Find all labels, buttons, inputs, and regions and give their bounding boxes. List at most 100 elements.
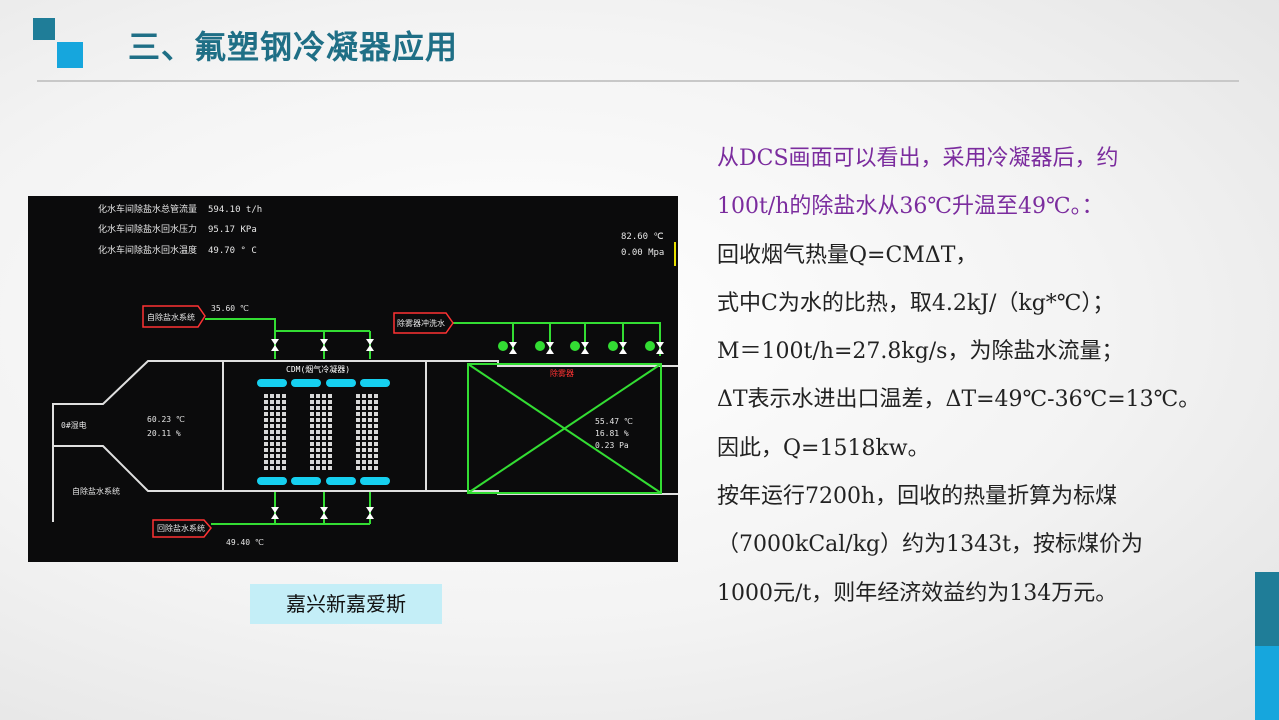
condenser-tube [310,412,314,416]
condenser-tube [322,406,326,410]
condenser-tube [322,448,326,452]
condenser-tube [310,448,314,452]
condenser-tube [356,448,360,452]
condenser-tube [368,448,372,452]
condenser-tube [316,412,320,416]
valve-icon [581,348,589,354]
text-line-4: 式中C为水的比热，取4.2kJ/（kg*℃）； [717,290,1115,316]
condenser-tube [368,406,372,410]
condenser-tube [356,442,360,446]
condenser-tube [276,418,280,422]
condenser-tube [282,406,286,410]
outlet-duct-temp: 55.47 ℃ [595,417,633,426]
condenser-tube [270,418,274,422]
condenser-tube [356,412,360,416]
condenser-tube [264,466,268,470]
condenser-tube [276,430,280,434]
condenser-tube [310,418,314,422]
condenser-tube [276,460,280,464]
condenser-tube [362,424,366,428]
supply-label: 自除盐水系统 [147,312,195,322]
condenser-tube [270,400,274,404]
text-line-1: 从DCS画面可以看出，采用冷凝器后，约 [717,146,1119,171]
return-label-box [152,519,212,538]
condenser-tube [328,394,332,398]
condenser-tube [264,412,268,416]
title-divider [37,80,1239,82]
condenser-tube [264,418,268,422]
condenser-tube [316,394,320,398]
condenser-tube [368,400,372,404]
condenser-tube [374,454,378,458]
condenser-tube [270,442,274,446]
condenser-tube [368,418,372,422]
condenser-tube [356,454,360,458]
condenser-tube [328,418,332,422]
condenser-tube [270,406,274,410]
condenser-tube [322,442,326,446]
outlet-duct-humidity: 16.81 % [595,429,629,438]
condenser-tube [264,436,268,440]
condenser-tube [316,460,320,464]
inlet-duct-temp: 60.23 ℃ [147,415,185,424]
valve-icon [271,339,279,345]
mist-eliminator-box [467,363,662,494]
condenser-tube [368,466,372,470]
condenser-tube [322,400,326,404]
condenser-tube [368,430,372,434]
condenser-tube [322,424,326,428]
condenser-tube [362,448,366,452]
text-line-10: 1000元/t，则年经济效益约为134万元。 [717,580,1118,606]
valve-icon [320,513,328,519]
condenser-header-top [257,379,287,387]
condenser-header-bottom [291,477,321,485]
condenser-tube [276,406,280,410]
condenser-tube [282,454,286,458]
condenser-tube [328,400,332,404]
condenser-tube [374,406,378,410]
condenser-tube [310,394,314,398]
flush-label-box [393,312,454,334]
text-line-6: ΔT表示水进出口温差，ΔT=49℃-36℃=13℃。 [717,387,1201,413]
flush-header [453,322,661,356]
corner-bar-dark [1255,572,1279,646]
condenser-tube [282,418,286,422]
condenser-tube [270,448,274,452]
condenser-tube [276,442,280,446]
condenser-tube [282,442,286,446]
condenser-tube [316,436,320,440]
condenser-tube [316,424,320,428]
condenser-tube [270,430,274,434]
condenser-tube [282,400,286,404]
corner-bar-light [1255,646,1279,720]
condenser-tube [276,466,280,470]
condenser-tube [322,394,326,398]
condenser-tube [282,448,286,452]
condenser-tube [328,430,332,434]
condenser-tube [316,448,320,452]
condenser-tube [362,430,366,434]
condenser-tube [282,424,286,428]
supply-header [205,318,370,332]
condenser-tube [270,460,274,464]
boiler-label: 0#湿电 [61,420,87,430]
condenser-tube [276,424,280,428]
logo-square-dark [33,18,55,40]
valve-icon [320,507,328,513]
condenser-tube [368,394,372,398]
condenser-tube [270,454,274,458]
condenser-tube [362,442,366,446]
condenser-tube [322,460,326,464]
condenser-tube [328,424,332,428]
condenser-tube [310,454,314,458]
condenser-tube [316,430,320,434]
condenser-tube [322,412,326,416]
condenser-tube [374,412,378,416]
condenser-tube [264,460,268,464]
valve-icon [271,513,279,519]
readout-value-pressure: 95.17 KPa [208,225,257,235]
condenser-tube [368,460,372,464]
supply-label-box [142,305,206,328]
condenser-tube [368,424,372,428]
readout-value-temp: 49.70 ° C [208,246,257,256]
